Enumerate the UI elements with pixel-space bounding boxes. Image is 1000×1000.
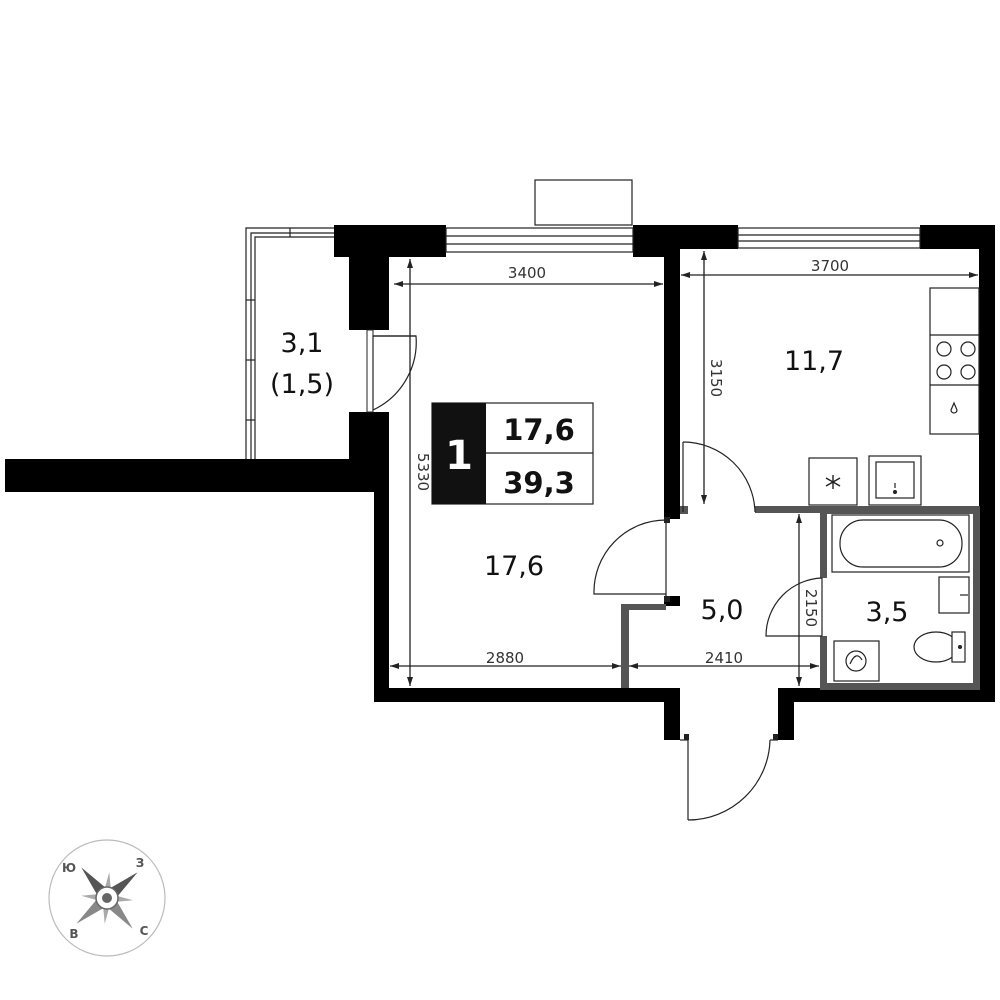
dim-living-depth: 5330 (414, 453, 432, 491)
bathroom-sink-icon (938, 576, 970, 614)
living-room-area: 17,6 (484, 551, 544, 582)
partitions (621, 506, 980, 690)
fridge-icon (808, 457, 858, 506)
balcony-reduced-area: (1,5) (270, 369, 334, 400)
bathroom-area: 3,5 (866, 597, 909, 628)
compass-north: С (140, 924, 149, 938)
bathroom-door (765, 577, 823, 637)
dim-living-width-bottom: 2880 (486, 649, 524, 667)
dim-hall-width: 2410 (705, 649, 743, 667)
stove-icon (936, 341, 976, 380)
dim-kitchen-width: 3700 (811, 257, 849, 275)
dim-living-width-top: 3400 (508, 264, 546, 282)
balcony (245, 227, 335, 460)
dimension-lines (390, 251, 978, 686)
kitchen-door (682, 441, 756, 513)
balcony-door (366, 329, 417, 413)
living-door (593, 517, 670, 602)
toilet-icon (913, 631, 966, 663)
compass-south: Ю (62, 861, 76, 875)
dim-bath-depth: 2150 (802, 589, 820, 627)
unit-room-count: 1 (445, 433, 473, 479)
entrance-door (680, 734, 778, 821)
compass-rose-icon: Ю З В С (48, 839, 166, 957)
kitchen-area: 11,7 (784, 346, 844, 377)
vent-shaft (534, 179, 633, 226)
unit-living-area: 17,6 (503, 413, 575, 447)
exterior-walls (5, 225, 995, 740)
window-living (445, 227, 634, 253)
washing-machine-icon (833, 640, 880, 682)
water-heater-icon (950, 401, 958, 414)
unit-badge: 1 17,6 39,3 (431, 402, 594, 505)
compass-east: В (69, 927, 78, 941)
kitchen-counter (929, 287, 980, 435)
window-kitchen (737, 227, 921, 249)
balcony-area: 3,1 (281, 328, 324, 359)
dim-kitchen-depth: 3150 (707, 359, 725, 397)
bathtub-icon (831, 514, 970, 573)
kitchen-sink-icon (868, 455, 922, 506)
unit-total-area: 39,3 (503, 466, 575, 500)
hallway-area: 5,0 (701, 595, 744, 626)
compass-west: З (136, 856, 145, 870)
